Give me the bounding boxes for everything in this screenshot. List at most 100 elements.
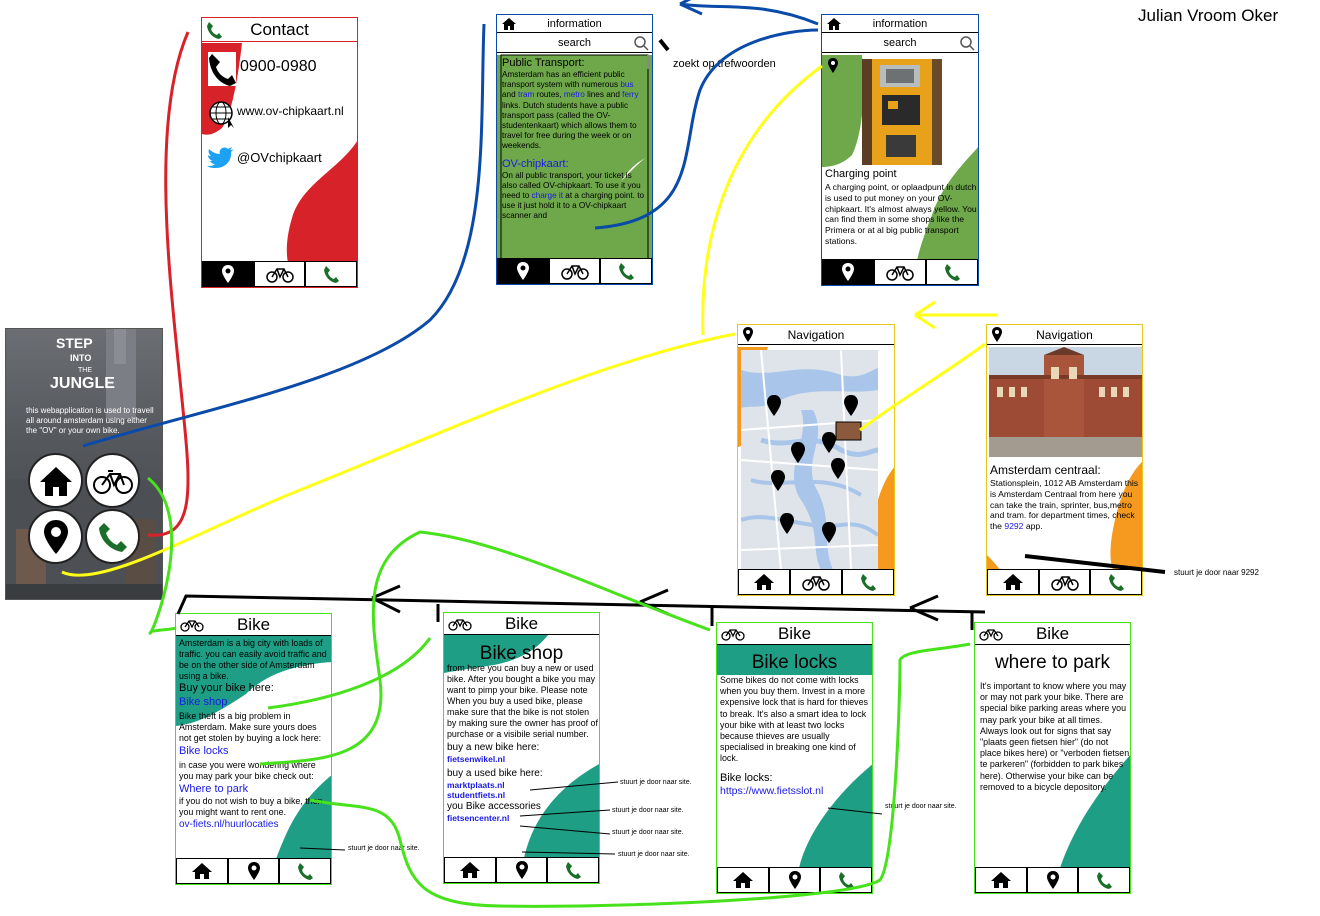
info-search-bar[interactable]: search (497, 33, 652, 53)
nav-home[interactable] (445, 858, 495, 882)
bike-navbar (975, 867, 1130, 893)
bike-screen-parking: Bike where to park It's important to kno… (974, 622, 1131, 894)
bike-locks-link[interactable]: Bike locks (179, 745, 229, 757)
search-label: search (557, 36, 592, 49)
nav-phone[interactable] (306, 262, 357, 286)
studentfiets-link[interactable]: studentfiets.nl (447, 790, 506, 800)
home-icon (502, 17, 516, 30)
bike-navbar (717, 867, 872, 893)
bike-locks-heading: Bike locks: (720, 771, 773, 784)
charging-point-photo (862, 59, 942, 165)
nav-location[interactable] (496, 858, 547, 882)
contact-website[interactable]: www.ov-chipkaart.nl (237, 104, 344, 118)
nav-home[interactable] (988, 570, 1038, 594)
bike-screen-overview: Bike Amsterdam is a big city with loads … (175, 613, 332, 885)
fietsslot-link[interactable]: https://www.fietsslot.nl (720, 784, 824, 797)
nav-phone[interactable] (548, 858, 599, 882)
nav-home[interactable] (177, 859, 227, 883)
where-to-park-text: It's important to know where you may or … (980, 681, 1130, 792)
9292-link[interactable]: 9292 (1004, 521, 1024, 532)
nav-phone[interactable] (1091, 570, 1142, 594)
nav-location[interactable] (498, 259, 548, 283)
nav-phone[interactable] (280, 859, 331, 883)
where-to-park-link[interactable]: Where to park (179, 783, 249, 795)
nav-location[interactable] (228, 859, 279, 883)
nav-location[interactable] (1027, 868, 1078, 892)
location-button[interactable] (28, 509, 83, 564)
intro-title-4: JUNGLE (50, 375, 115, 392)
info-navbar (497, 258, 652, 284)
phone-icon (861, 574, 876, 591)
location-pin-icon (43, 519, 68, 554)
marktplaats-link[interactable]: marktplaats.nl (447, 780, 505, 790)
nav-home[interactable] (718, 868, 768, 892)
charging-text: A charging point, or oplaadpunt in dutch… (825, 182, 977, 246)
fietsenwikel-link[interactable]: fietsenwikel.nl (447, 754, 506, 764)
nav-phone[interactable] (927, 260, 977, 284)
info-text: Amsterdam has an efficient public transp… (502, 70, 625, 90)
charge-link[interactable]: charge it (531, 191, 563, 201)
tram-link[interactable]: tram (517, 90, 535, 100)
phone-icon (839, 872, 855, 889)
nav-phone[interactable] (843, 570, 893, 594)
charging-heading: Charging point (825, 168, 897, 180)
contact-twitter[interactable]: @OVchipkaart (237, 150, 322, 165)
ferry-link[interactable]: ferry (622, 90, 639, 100)
nav-bike[interactable] (254, 262, 305, 286)
nav-phone[interactable] (601, 259, 652, 283)
navigation-screen-centraal: Navigation Amsterdam centraal: Stationsp… (986, 324, 1143, 596)
phone-icon (1109, 574, 1125, 591)
bike-icon (92, 469, 133, 494)
location-pin-icon (515, 861, 528, 879)
site-annotation: stuurt je door naar site. (885, 803, 957, 810)
nav-location[interactable] (769, 868, 820, 892)
nav-bike[interactable] (549, 259, 600, 283)
home-icon (754, 574, 774, 590)
intro-screen: STEP INTO THE JUNGLE this webapplication… (5, 328, 163, 600)
9292-annotation: stuurt je door naar 9292 (1174, 568, 1259, 577)
bike-button[interactable] (85, 453, 140, 508)
city-map[interactable] (741, 350, 878, 570)
ov-fiets-link[interactable]: ov-fiets.nl/huurlocaties (179, 819, 279, 830)
intro-description: this webapplication is used to travell a… (26, 406, 154, 435)
bike-icon (886, 266, 914, 281)
nav-home[interactable] (976, 868, 1026, 892)
info-search-bar[interactable]: search (822, 33, 978, 53)
phone-icon (945, 264, 960, 281)
bike-theft-text: Bike theft is a big problem in Amsterdam… (179, 711, 322, 743)
author-name: Julian Vroom Oker (1138, 6, 1279, 25)
nav-phone[interactable] (821, 868, 872, 892)
bike-shop-link[interactable]: Bike shop (179, 696, 228, 708)
centraal-text-end: app. (1023, 521, 1043, 532)
contact-phone[interactable]: 0900-0980 (240, 58, 317, 75)
intro-title-2: INTO (70, 353, 92, 363)
home-icon (990, 872, 1011, 888)
site-annotation: stuurt je door naar site. (620, 779, 692, 786)
home-icon (1002, 574, 1023, 590)
bike-locks-subtitle: Bike locks (751, 652, 838, 673)
home-icon (827, 17, 841, 30)
search-icon[interactable] (633, 35, 649, 51)
home-button[interactable] (28, 453, 83, 508)
home-icon (191, 863, 212, 879)
fietsencenter-link[interactable]: fietsencenter.nl (447, 813, 510, 823)
nav-location[interactable] (823, 260, 873, 284)
navigation-screen-map: Navigation (737, 324, 895, 596)
nav-bike[interactable] (791, 570, 841, 594)
metro-link[interactable]: metro (563, 90, 585, 100)
centraal-heading: Amsterdam centraal: (990, 463, 1101, 477)
nav-bike[interactable] (1039, 570, 1090, 594)
nav-phone[interactable] (1079, 868, 1130, 892)
nav-location[interactable] (203, 262, 253, 286)
site-annotation: stuurt je door naar site. (618, 851, 690, 858)
nav-home[interactable] (739, 570, 789, 594)
location-pin-icon (992, 326, 1002, 342)
rent-text: if you do not wish to buy a bike, then y… (179, 796, 323, 817)
nav-bike[interactable] (875, 260, 925, 284)
search-icon[interactable] (959, 35, 975, 51)
bus-link[interactable]: bus (620, 80, 634, 90)
connector-nav-to-info (701, 64, 823, 336)
info-background-shapes (822, 55, 978, 265)
phone-button[interactable] (85, 509, 140, 564)
nav-navbar (987, 569, 1142, 595)
